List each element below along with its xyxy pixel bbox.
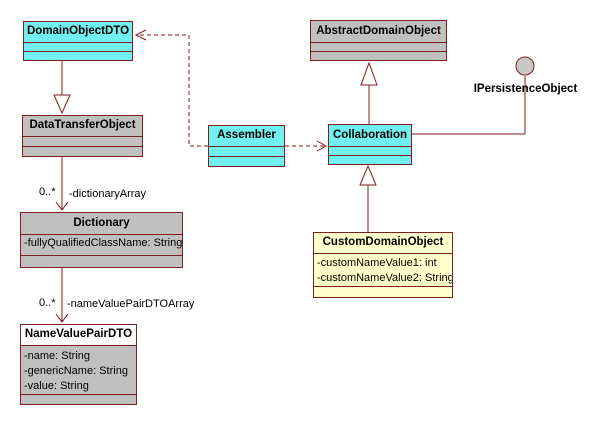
class-name: Collaboration xyxy=(332,129,408,141)
attribute: -customNameValue2: String xyxy=(317,271,452,284)
role-label: -nameValuePairDTOArray xyxy=(67,298,195,310)
attributes-compartment xyxy=(311,42,446,51)
class-name: DomainObjectDTO xyxy=(26,25,130,37)
class-collaboration[interactable]: Collaboration xyxy=(328,124,412,165)
dependency-assembler-to-domainobjectdto xyxy=(134,29,208,147)
attributes-compartment xyxy=(24,42,132,51)
class-data-transfer-object[interactable]: DataTransferObject xyxy=(22,115,143,157)
attribute: -name: String xyxy=(24,349,91,362)
class-abstract-domain-object[interactable]: AbstractDomainObject xyxy=(310,20,447,61)
class-assembler[interactable]: Assembler xyxy=(208,125,285,167)
attributes-compartment: -fullyQualifiedClassName: String xyxy=(21,234,182,255)
class-name-value-pair-dto[interactable]: NameValuePairDTO -name: String -genericN… xyxy=(20,324,137,405)
attribute: -fullyQualifiedClassName: String xyxy=(24,237,182,249)
operations-compartment xyxy=(209,156,284,166)
attributes-compartment: -customNameValue1: int -customNameValue2… xyxy=(314,252,452,287)
operations-compartment xyxy=(21,394,136,404)
generalization-collaboration-to-abstractdomainobject xyxy=(360,61,378,124)
class-name: DataTransferObject xyxy=(29,119,136,131)
operations-compartment xyxy=(314,286,452,297)
operations-compartment xyxy=(329,155,411,164)
multiplicity-label: 0..* xyxy=(39,297,56,309)
attributes-compartment: -name: String -genericName: String -valu… xyxy=(21,344,136,394)
class-name: CustomDomainObject xyxy=(322,236,444,248)
attribute: -genericName: String xyxy=(24,364,128,377)
dependency-assembler-to-collaboration xyxy=(285,140,328,152)
association-dictionary-to-namevaluepairdto xyxy=(55,268,69,323)
role-label: -dictionaryArray xyxy=(69,188,147,200)
class-dictionary[interactable]: Dictionary -fullyQualifiedClassName: Str… xyxy=(20,212,183,268)
generalization-customdomainobject-to-collaboration xyxy=(359,164,377,232)
multiplicity-label: 0..* xyxy=(39,186,56,198)
association-datatransferobject-to-dictionary xyxy=(55,157,69,211)
operations-compartment xyxy=(24,51,132,60)
class-name: AbstractDomainObject xyxy=(316,25,441,37)
attributes-compartment xyxy=(23,136,142,146)
attribute: -value: String xyxy=(24,379,89,392)
operations-compartment xyxy=(21,255,182,267)
operations-compartment xyxy=(311,51,446,60)
attribute: -customNameValue1: int xyxy=(317,256,437,269)
operations-compartment xyxy=(23,146,142,156)
class-name: Assembler xyxy=(217,129,276,141)
class-custom-domain-object[interactable]: CustomDomainObject -customNameValue1: in… xyxy=(313,232,453,298)
class-name: NameValuePairDTO xyxy=(21,325,136,345)
class-domain-object-dto[interactable]: DomainObjectDTO xyxy=(23,21,133,61)
attributes-compartment xyxy=(209,146,284,156)
generalization-domainobjectdto-to-datatransferobject xyxy=(53,61,71,115)
realization-collaboration-to-ipersistenceobject xyxy=(412,56,535,135)
class-name: Dictionary xyxy=(73,217,130,229)
interface-name: IPersistenceObject xyxy=(473,83,578,95)
attributes-compartment xyxy=(329,146,411,155)
interface-lollipop-circle xyxy=(515,56,535,76)
